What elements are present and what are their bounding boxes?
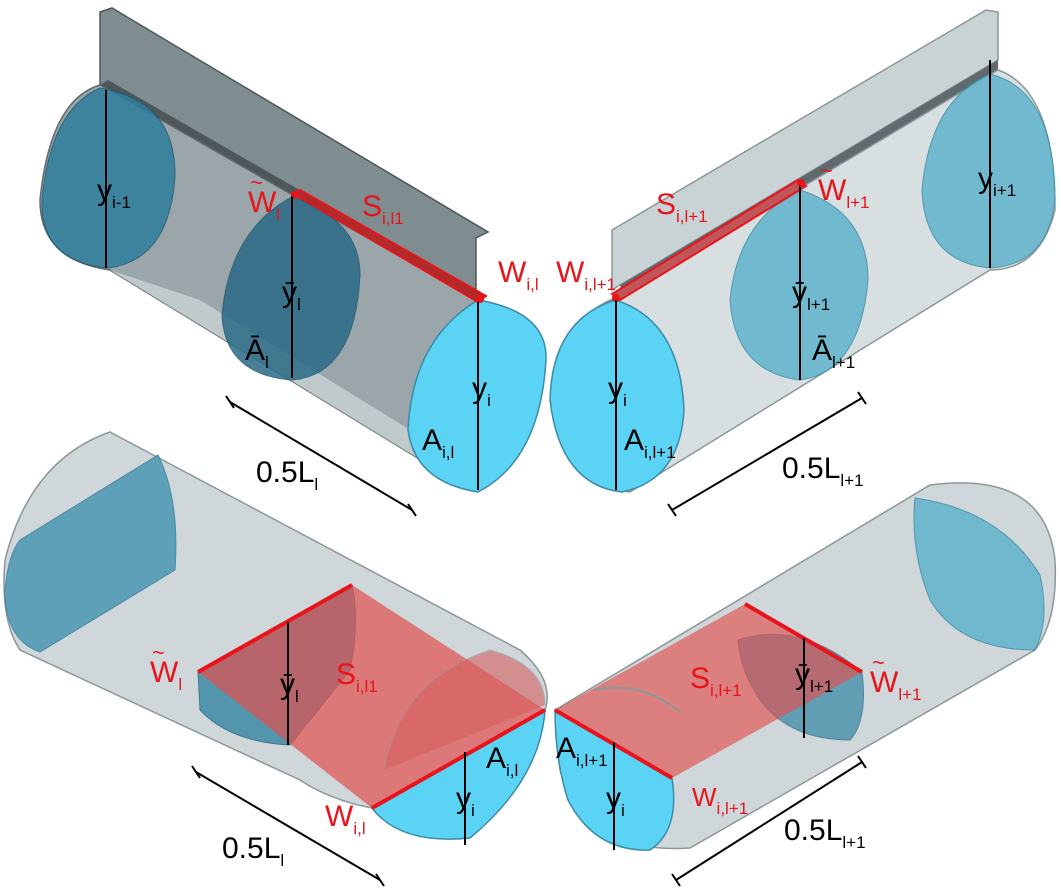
w-tilde-point: [797, 179, 805, 187]
water-surface-arc: [383, 649, 546, 771]
water-section-back: [913, 497, 1045, 651]
label-y-bar: ȳl+1: [792, 276, 830, 314]
length-dim-line: [195, 771, 381, 881]
s-area: [555, 604, 862, 778]
label-w-tilde: Wl: [150, 656, 182, 694]
length-dim-line: [675, 761, 863, 881]
label-w-tilde-mark: ~: [872, 650, 885, 675]
length-dim-line: [671, 397, 863, 511]
label-a: Ai,l: [486, 742, 518, 780]
panel-bottom-right: Si,l+1 ȳl+1 Wl+1 ~ Ai,l+1 yi Wi,l+1 0.5L…: [553, 482, 1057, 887]
label-y-bar: ȳl+1: [795, 658, 833, 696]
s-area: [198, 585, 545, 808]
label-a: Ai,l: [422, 424, 454, 462]
label-w-tilde-mark: ~: [820, 158, 833, 183]
label-w: Wi,l: [498, 256, 539, 294]
length-dim-line: [229, 401, 413, 511]
label-w-tilde: Wl: [248, 186, 280, 224]
label-a-bar: Āl+1: [812, 334, 855, 372]
length-dim-tick: [191, 765, 201, 779]
label-w-tilde: Wl+1: [870, 666, 922, 704]
water-section-back: [4, 454, 177, 653]
label-w-tilde-mark: ~: [250, 170, 263, 195]
label-y: yi: [456, 782, 475, 820]
panel-top-left: yi-1 Wl ~ Si,l1 ȳl Āl Wi,l yi Ai,l 0.5Ll: [39, 7, 547, 517]
label-y: yi: [606, 782, 625, 820]
label-w: Wi,l: [325, 800, 366, 838]
label-y-bar: ȳl: [282, 276, 301, 314]
length-dim-tick: [671, 873, 681, 887]
label-y: yi: [608, 372, 627, 410]
label-length: 0.5Ll: [222, 832, 284, 870]
panel-top-right: Si,l+1 Wl+1 ~ yi+1 Wi,l+1 ȳl+1 Āl+1 yi A…: [549, 9, 1056, 517]
label-s: Si,l+1: [690, 662, 742, 700]
length-dim-tick: [667, 503, 677, 517]
label-w-tilde: Wl+1: [818, 174, 870, 212]
label-y-prev: yi-1: [97, 174, 131, 212]
w-point: [612, 294, 620, 302]
label-length: 0.5Ll+1: [782, 452, 864, 490]
length-dim-tick: [225, 395, 235, 409]
label-a: Ai,l+1: [624, 424, 676, 462]
label-w: Wi,l+1: [692, 782, 748, 818]
length-dim-tick: [857, 391, 867, 405]
label-y-next: yi+1: [978, 162, 1016, 200]
w-tilde-edge: [197, 583, 353, 674]
length-dim-tick: [375, 873, 385, 887]
s-strip: [289, 188, 488, 304]
label-a-bar: Āl: [245, 334, 269, 372]
label-a: Ai,l+1: [556, 732, 608, 770]
label-w: Wi,l+1: [556, 256, 616, 294]
water-section-front: [370, 708, 546, 840]
label-y-bar: ȳl: [280, 668, 299, 706]
w-edge: [371, 708, 546, 810]
water-surface-arc: [594, 686, 681, 713]
label-s: Si,l1: [362, 190, 404, 228]
panel-bottom-left: Wl ~ ȳl Si,l1 Ai,l yi Wi,l 0.5Ll: [3, 431, 548, 887]
label-s: Si,l1: [336, 658, 378, 696]
length-dim-tick: [407, 503, 417, 517]
label-length: 0.5Ll: [256, 456, 318, 494]
length-dim-tick: [857, 755, 867, 769]
label-y: yi: [472, 372, 491, 410]
water-section-back: [41, 87, 176, 269]
label-length: 0.5Ll+1: [784, 814, 866, 852]
w-point: [476, 295, 484, 303]
label-w-tilde-mark: ~: [152, 640, 165, 665]
label-s: Si,l+1: [656, 188, 708, 226]
